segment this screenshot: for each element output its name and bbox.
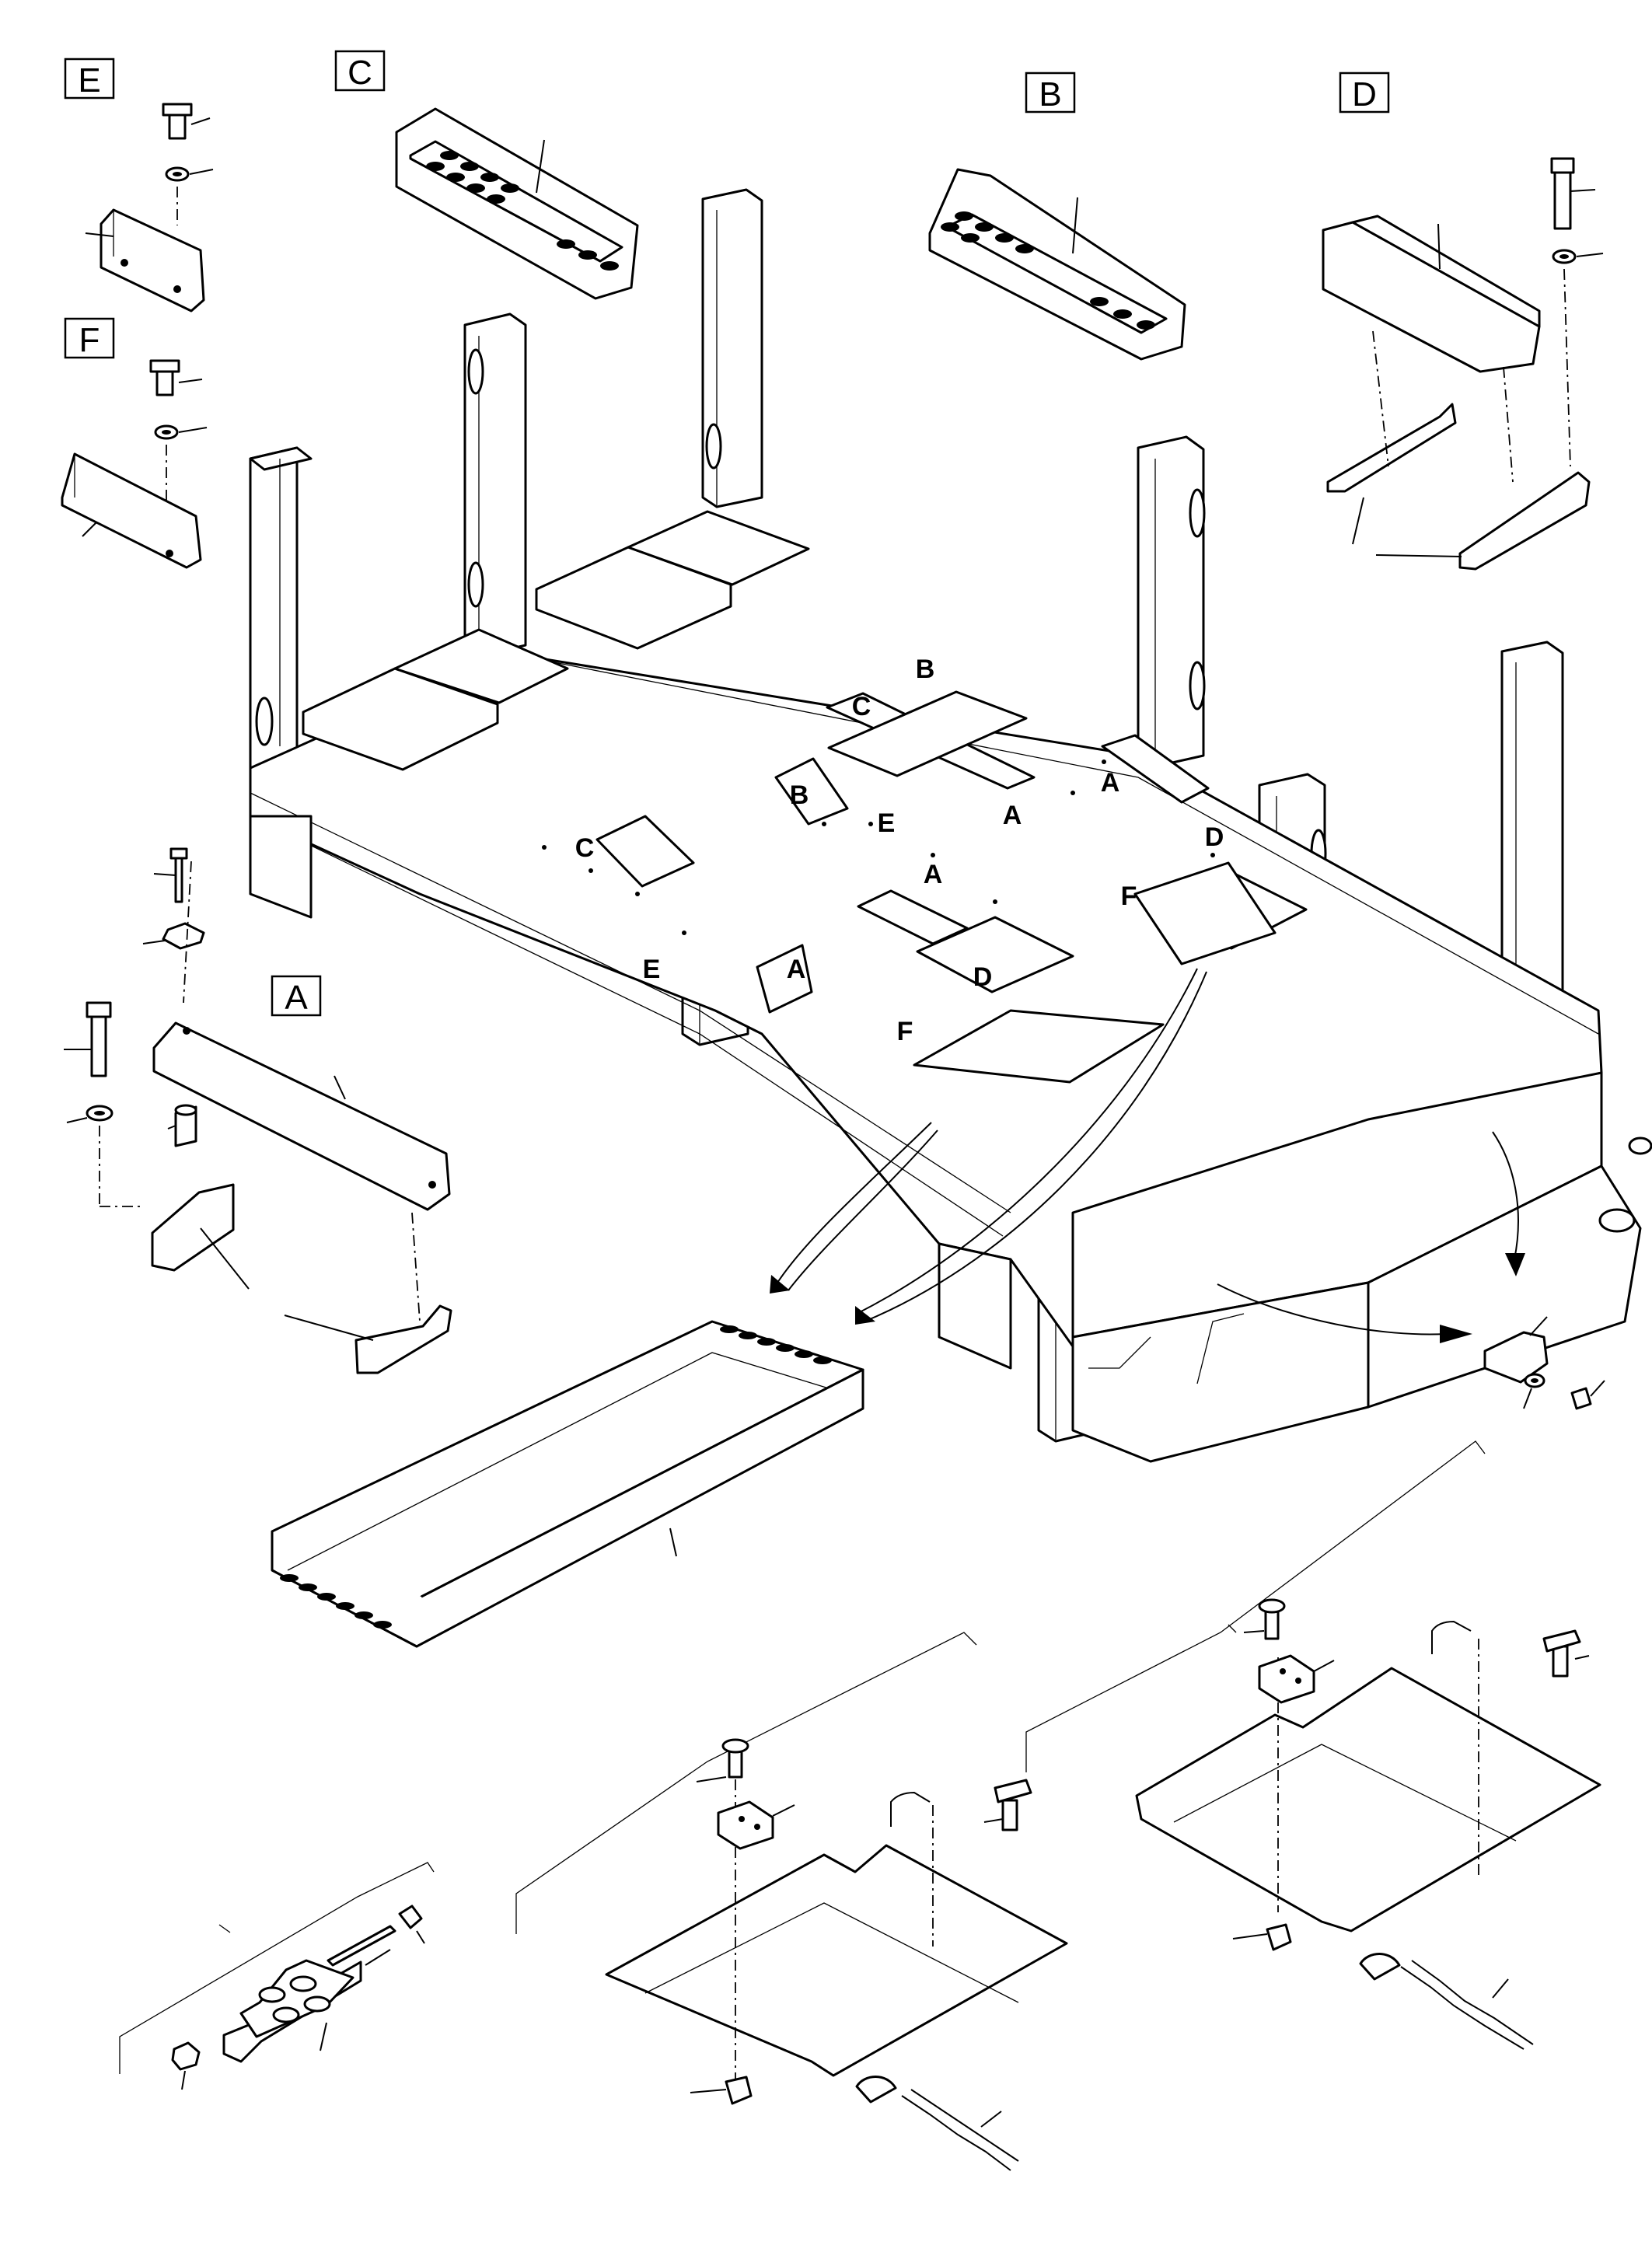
svg-text:F: F	[79, 321, 100, 359]
svg-text:E: E	[78, 61, 100, 100]
small-bracket-detail	[1483, 1316, 1605, 1410]
svg-text:B: B	[1039, 75, 1061, 113]
detail-a-parts	[64, 847, 452, 1374]
marker-c-2: C	[575, 833, 595, 863]
marker-a-1: A	[1101, 768, 1120, 798]
marker-a-2: A	[1003, 801, 1022, 830]
marker-f-1: F	[1121, 882, 1137, 911]
cover-plate-right	[1025, 1440, 1601, 2050]
marker-b-1: B	[916, 655, 935, 684]
svg-text:A: A	[285, 979, 308, 1017]
installed-trays	[302, 510, 1308, 1084]
detail-c-tray	[395, 107, 639, 300]
marker-c-1: C	[852, 692, 871, 721]
detail-b-tray	[928, 168, 1186, 361]
marker-b-2: B	[790, 780, 809, 810]
detail-box-b: B	[1025, 72, 1076, 113]
svg-text:D: D	[1352, 75, 1377, 113]
frame-deck	[249, 651, 1652, 1463]
detail-d-parts	[1322, 157, 1604, 571]
detail-box-d: D	[1339, 72, 1390, 113]
hinge-bracket-detail	[119, 1862, 435, 2090]
marker-f-2: F	[897, 1017, 913, 1046]
removal-arrows	[770, 968, 1525, 1343]
detail-box-f: F	[64, 317, 115, 359]
marker-d-2: D	[973, 962, 993, 992]
large-cable-tray	[271, 1320, 864, 1648]
detail-box-c: C	[334, 50, 386, 92]
marker-a-4: A	[787, 955, 806, 984]
svg-text:C: C	[348, 54, 372, 92]
marker-a-3: A	[924, 860, 943, 889]
detail-box-a: A	[271, 975, 322, 1017]
cover-plate-center	[515, 1632, 1068, 2171]
marker-e-2: E	[643, 955, 661, 984]
location-markers: B C A B E A D C A F E A D F	[575, 655, 1224, 1046]
marker-e-1: E	[878, 808, 896, 838]
detail-box-e: E	[64, 58, 115, 100]
detail-f-parts	[61, 359, 208, 569]
marker-d-1: D	[1205, 822, 1224, 852]
detail-e-parts	[85, 103, 214, 312]
